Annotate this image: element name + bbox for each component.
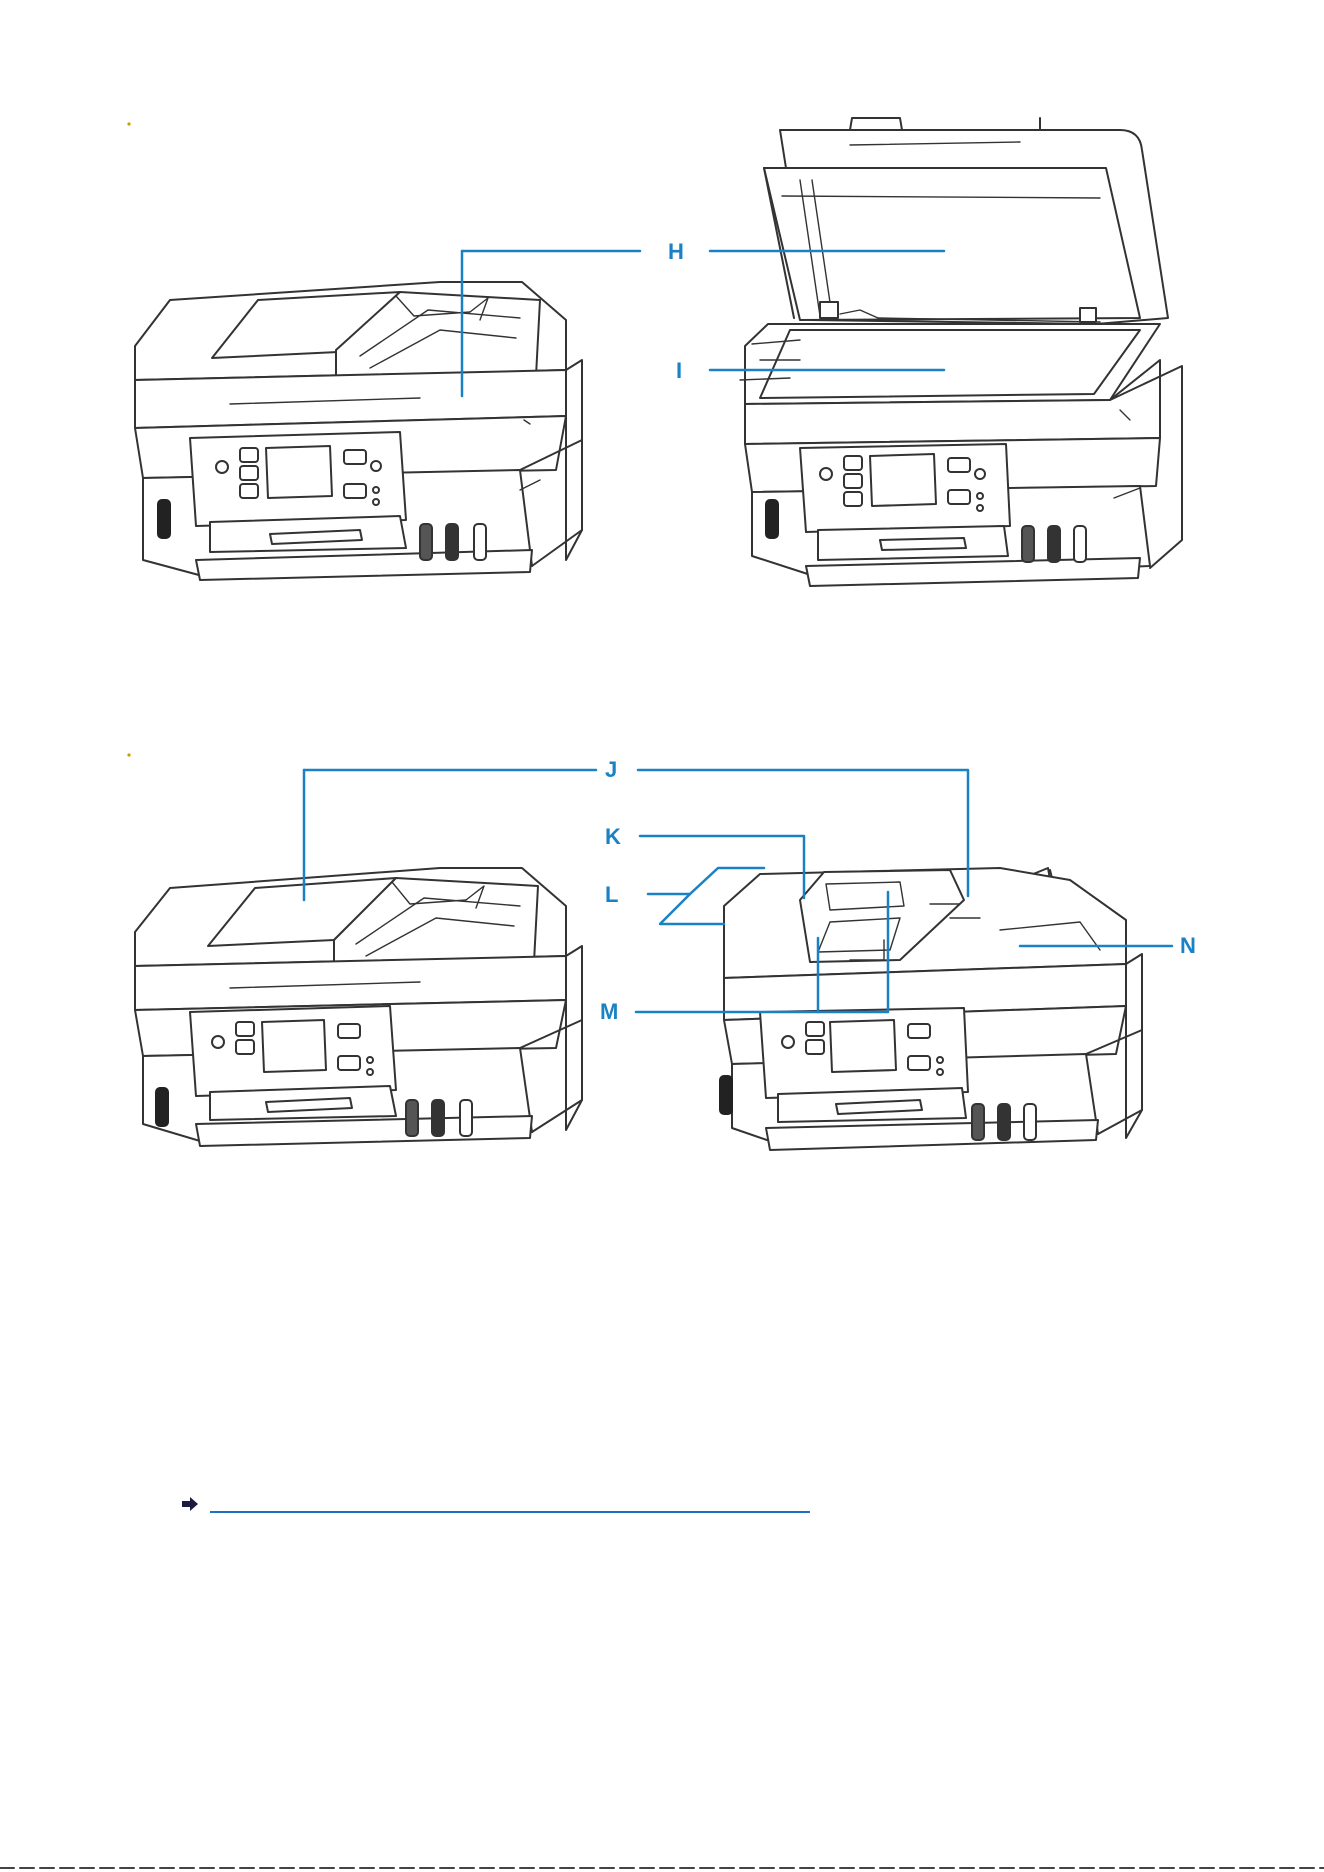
callout-h: H (668, 241, 684, 263)
right-arrow-icon (180, 1495, 200, 1513)
callout-k: K (605, 826, 621, 848)
printer-tray-closed-bottom-left (135, 868, 582, 1146)
printer-tray-open-bottom-right (720, 868, 1142, 1150)
related-link[interactable] (210, 1495, 810, 1513)
related-link-row[interactable] (180, 1491, 810, 1517)
callout-n: N (1180, 935, 1196, 957)
callout-j: J (605, 759, 617, 781)
printer-open-top-right (740, 118, 1182, 586)
callout-l: L (605, 884, 618, 906)
callout-m: M (600, 1001, 618, 1023)
callout-i: I (676, 360, 682, 382)
printer-closed-top-left (135, 282, 582, 580)
